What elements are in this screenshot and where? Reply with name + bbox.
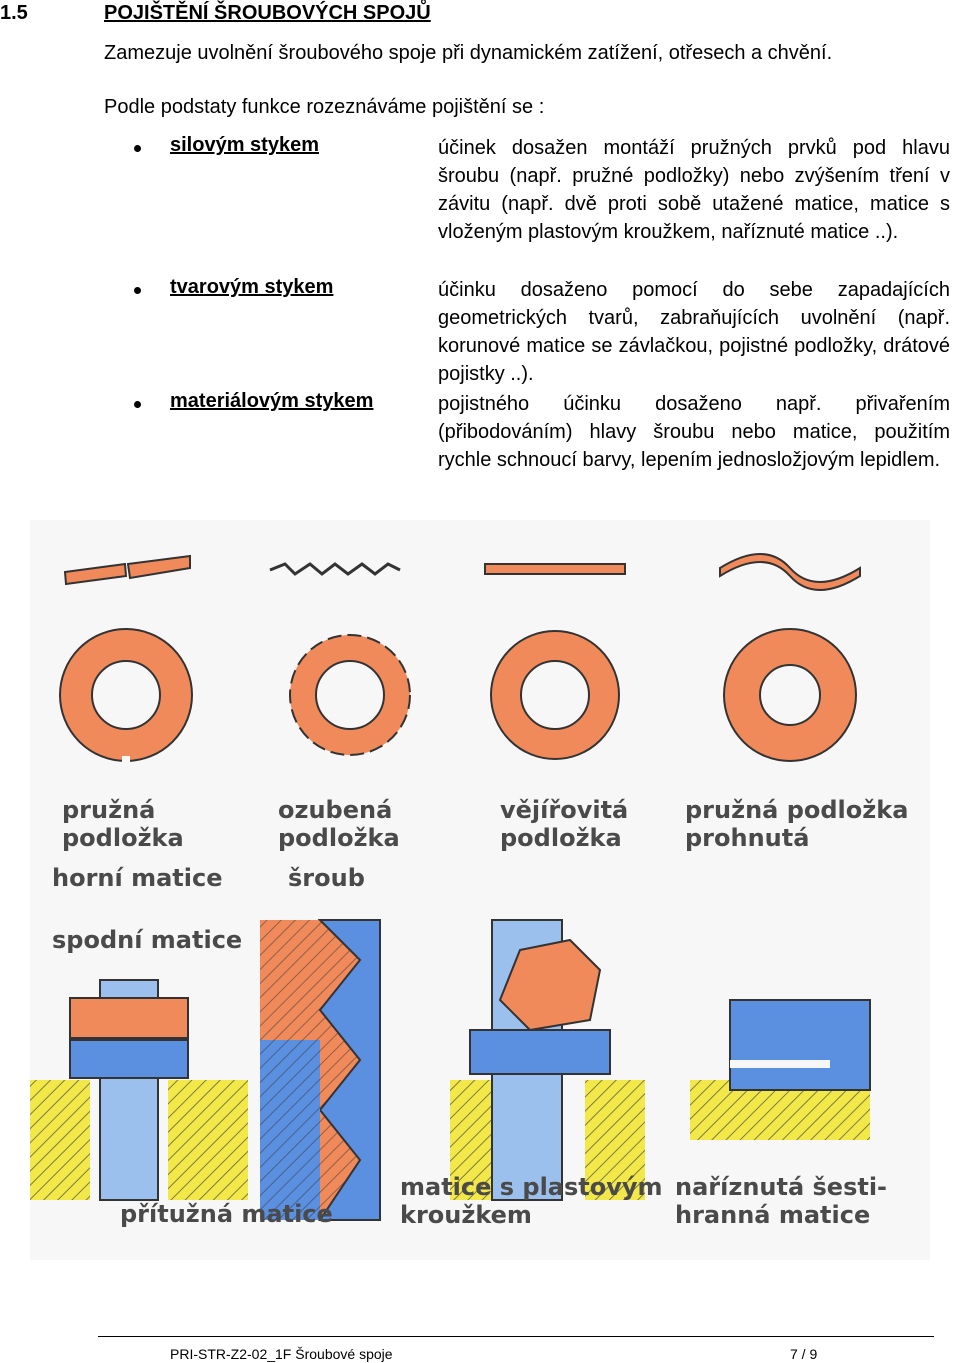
bullet-icon	[134, 145, 141, 152]
section-number: 1.5	[0, 2, 28, 24]
bullet-icon	[134, 401, 141, 408]
slotted-nut-assembly-icon	[690, 999, 871, 1140]
caption-plastic-1: matice s plastovým	[400, 1173, 663, 1201]
jam-nut-assembly-icon	[30, 979, 248, 1201]
serrated-washer-side-icon	[484, 563, 626, 575]
item-term: silovým stykem	[170, 134, 319, 156]
caption-split-1: pružná	[62, 796, 155, 824]
caption-curved-2: prohnutá	[685, 824, 809, 852]
lead-text: Podle podstaty funkce rozeznáváme pojišt…	[104, 96, 545, 118]
caption-toothed-1: ozubená	[278, 796, 392, 824]
caption-bolt: šroub	[288, 864, 365, 892]
caption-serrated-1: vějířovitá	[500, 796, 628, 824]
split-washer-icon	[59, 628, 193, 768]
caption-split-2: podložka	[62, 824, 184, 852]
item-desc: účinek dosažen montáží pružných prvků po…	[438, 137, 950, 243]
serrated-washer-icon	[490, 630, 620, 760]
caption-toothed-2: podložka	[278, 824, 400, 852]
item-term: tvarovým stykem	[170, 276, 334, 298]
footer-divider	[98, 1336, 934, 1337]
caption-slotted-2: hranná matice	[675, 1201, 870, 1229]
curved-washer-side-icon	[719, 553, 861, 591]
caption-bottom-nut: spodní matice	[52, 926, 242, 954]
bullet-icon	[134, 287, 141, 294]
toothed-washer-icon	[289, 634, 411, 756]
caption-serrated-2: podložka	[500, 824, 622, 852]
toothed-washer-side-icon	[269, 562, 401, 576]
caption-top-nut: horní matice	[52, 864, 222, 892]
intro-text: Zamezuje uvolnění šroubového spoje při d…	[104, 42, 833, 64]
caption-plastic-2: kroužkem	[400, 1201, 532, 1229]
caption-curved-1: pružná podložka	[685, 796, 908, 824]
footer-document: PRI-STR-Z2-02_1F Šroubové spoje	[170, 1346, 393, 1362]
castle-nut-assembly-icon	[450, 919, 645, 1201]
curved-washer-icon	[723, 628, 857, 762]
caption-slotted-1: naříznutá šesti-	[675, 1173, 887, 1201]
thread-section-icon	[260, 919, 381, 1221]
item-desc: účinku dosaženo pomocí do sebe zapadajíc…	[438, 279, 950, 385]
section-title: POJIŠTĚNÍ ŠROUBOVÝCH SPOJŮ	[104, 2, 431, 24]
split-washer-side-icon	[63, 554, 191, 586]
item-term: materiálovým stykem	[170, 390, 374, 412]
caption-jam-nut: přítužná matice	[120, 1200, 333, 1228]
washers-illustration: pružná podložka ozubená podložka vějířov…	[30, 520, 930, 1260]
footer-page-number: 7 / 9	[790, 1346, 818, 1362]
item-desc: pojistného účinku dosaženo např. přivaře…	[438, 393, 950, 471]
